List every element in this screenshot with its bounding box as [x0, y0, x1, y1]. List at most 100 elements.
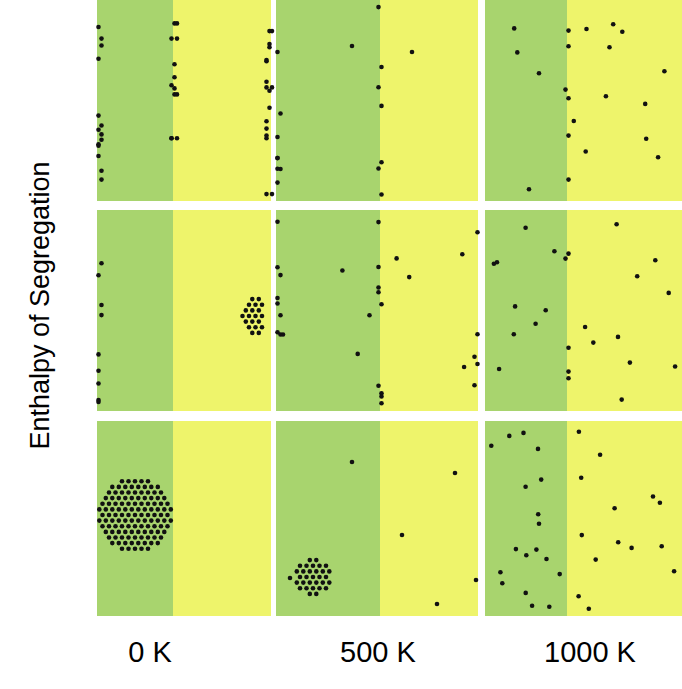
solute-atom [139, 547, 144, 552]
solute-atom [175, 92, 180, 97]
solute-atom [107, 535, 112, 540]
solute-atom [376, 166, 381, 171]
solute-atom [130, 530, 135, 535]
axis-label: Enthalpy of Segregation [25, 161, 56, 449]
solute-atom [298, 575, 303, 580]
grain-a [485, 0, 567, 201]
solute-atom [453, 471, 458, 476]
solute-atom [376, 383, 381, 388]
solute-atom [324, 575, 329, 580]
solute-atom [324, 586, 329, 591]
solute-atom [100, 513, 105, 518]
solute-atom [523, 591, 528, 596]
solute-atom [123, 541, 128, 546]
solute-atom [593, 557, 598, 562]
solute-atom [566, 133, 571, 138]
solute-atom [643, 102, 648, 107]
solute-atom [156, 485, 161, 490]
solute-atom [162, 507, 167, 512]
solute-atom [99, 36, 104, 41]
solute-atom [653, 258, 658, 263]
solute-atom [563, 87, 568, 92]
solute-atom [104, 496, 109, 501]
solute-atom [275, 135, 280, 140]
solute-atom [120, 513, 125, 518]
solute-atom [264, 119, 269, 124]
solute-atom [104, 530, 109, 535]
solute-atom [120, 524, 125, 529]
solute-atom [628, 360, 633, 365]
solute-atom [376, 5, 381, 10]
solute-atom [317, 586, 322, 591]
solute-atom [250, 319, 255, 324]
solute-atom [666, 291, 671, 296]
solute-atom [146, 513, 151, 518]
solute-atom [317, 575, 322, 580]
solute-atom [278, 111, 283, 116]
solute-atom [120, 535, 125, 540]
solute-atom [379, 302, 384, 307]
solute-atom [295, 580, 300, 585]
solute-atom [497, 367, 502, 372]
solute-atoms [96, 5, 677, 611]
solute-atom [304, 563, 309, 568]
solute-atom [172, 75, 177, 80]
solute-atom [614, 222, 619, 227]
solute-atom [557, 572, 562, 577]
solute-atom [400, 533, 405, 538]
grain-b [173, 0, 271, 201]
panel-grid [97, 0, 682, 616]
solute-atom [281, 332, 286, 337]
solute-atom [611, 22, 616, 27]
solute-atom [475, 332, 480, 337]
solute-atom [156, 518, 161, 523]
solute-atom [146, 524, 151, 529]
solute-atom [149, 541, 154, 546]
solute-atom [99, 303, 104, 308]
solute-atom [146, 535, 151, 540]
solute-atom [244, 319, 249, 324]
solute-atom [350, 460, 355, 465]
solute-atom [308, 580, 313, 585]
solute-atom [644, 137, 649, 142]
solute-atom [113, 513, 118, 518]
solute-atom [672, 569, 677, 574]
solute-atom [612, 506, 617, 511]
solute-atom [512, 26, 517, 31]
solute-atom [500, 581, 505, 586]
solute-atom [523, 484, 528, 489]
solute-atom [107, 513, 112, 518]
solute-atom [301, 569, 306, 574]
solute-atom [566, 177, 571, 182]
solute-atom [133, 524, 138, 529]
solute-atom [314, 580, 319, 585]
solute-atom [113, 535, 118, 540]
solute-atom [99, 168, 104, 173]
solute-atom [149, 530, 154, 535]
solute-atom [126, 524, 131, 529]
solute-atom [394, 256, 399, 261]
solute-atom [97, 518, 102, 523]
solute-atom [583, 325, 588, 330]
solute-atom [673, 364, 678, 369]
solute-atom [133, 547, 138, 552]
solute-atom [149, 496, 154, 501]
grain-a [97, 210, 173, 411]
solute-atom [257, 319, 262, 324]
solute-atom [620, 29, 625, 34]
solute-atom [96, 352, 101, 357]
solute-atom [275, 156, 280, 161]
solute-atom [435, 602, 440, 607]
solute-atom [308, 569, 313, 574]
solute-atom [566, 346, 571, 351]
solute-atom [149, 507, 154, 512]
solute-atom [492, 261, 497, 266]
solute-atom [152, 490, 157, 495]
solute-atom [659, 544, 664, 549]
solute-atom [524, 553, 529, 558]
solute-atom [156, 507, 161, 512]
solute-atom [264, 79, 269, 84]
solute-atom [253, 325, 258, 330]
solute-atom [130, 485, 135, 490]
